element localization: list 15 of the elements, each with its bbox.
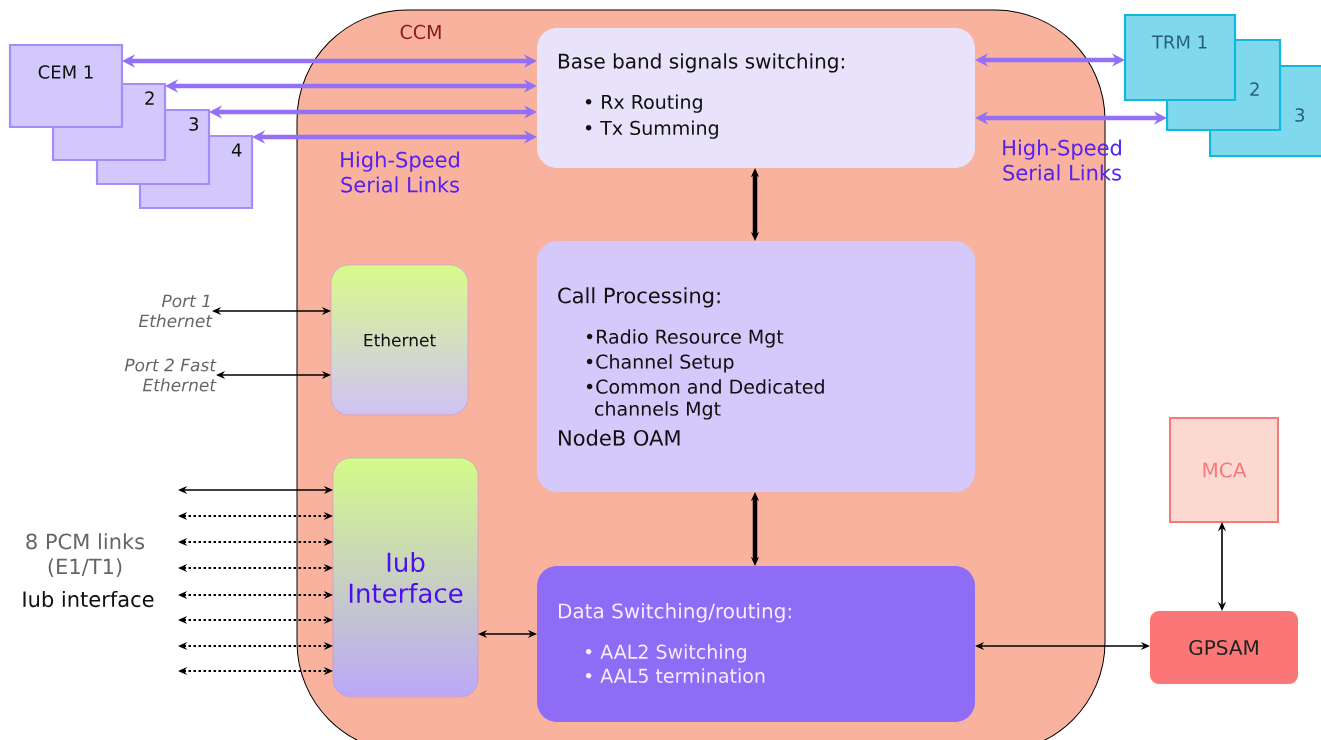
function-box: Data Switching/routing: • AAL2 Switching • AAL5 termination: [537, 566, 975, 722]
annotation: Iub interface: [23, 590, 154, 608]
module-box: GPSAM: [1150, 611, 1298, 684]
module-card: CEM 1: [8, 43, 124, 129]
module-card: TRM 1: [1123, 13, 1237, 102]
interface-box: Iub Interface: [332, 457, 479, 698]
function-box: Call Processing: •Radio Resource Mgt •Channel Setup •Common and Dedicated channels Mgt NodeB OAM: [537, 241, 975, 492]
port-label: Port 1 Ethernet: [138, 294, 213, 328]
link-label: High-Speed Serial Links: [341, 151, 459, 193]
function-box: Base band signals switching: • Rx Routing • Tx Summing: [537, 28, 975, 168]
module-box: MCA: [1169, 417, 1279, 523]
node-label: 3: [1295, 108, 1305, 122]
port-label: Port 2 Fast Ethernet: [124, 358, 217, 392]
interface-box: Ethernet: [330, 264, 469, 416]
annotation: 8 PCM links (E1/T1): [26, 533, 145, 577]
